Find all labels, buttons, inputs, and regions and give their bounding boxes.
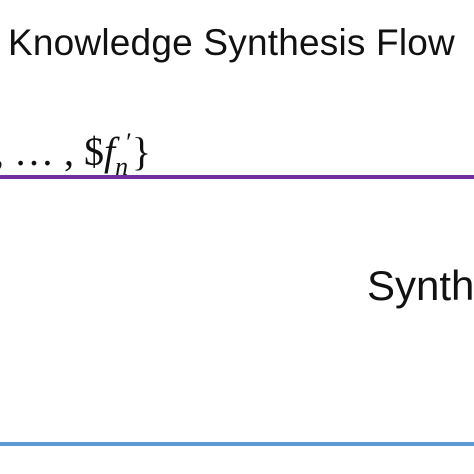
diagram-title: Knowledge Synthesis Flow	[8, 22, 455, 63]
purple-divider-line	[0, 175, 474, 179]
feature-set-formula: , … , $fn′}	[0, 128, 151, 182]
formula-symbol: f	[104, 129, 116, 174]
formula-suffix: }	[131, 129, 152, 174]
formula-prefix: , … , $	[0, 129, 104, 174]
synthesis-label: Synth	[367, 262, 474, 309]
formula-subscript: n	[115, 152, 129, 181]
formula-prime: ′	[126, 128, 132, 157]
blue-divider-line	[0, 442, 474, 446]
